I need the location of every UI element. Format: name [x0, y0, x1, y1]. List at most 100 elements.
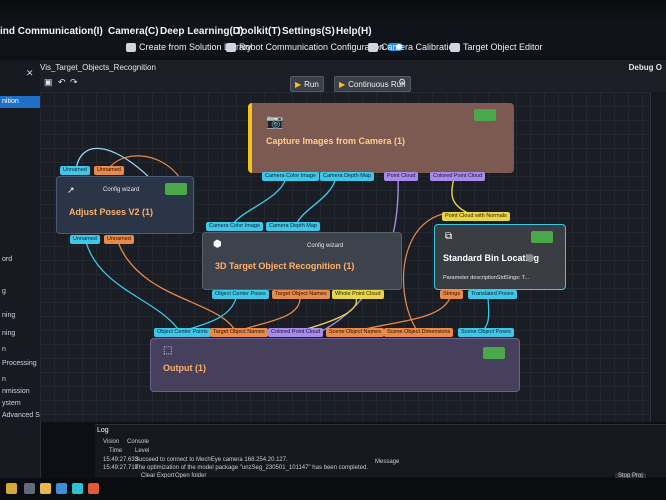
recognition-3d-icon: ⬢	[213, 239, 222, 250]
step-item-ystem[interactable]: ystem	[2, 400, 21, 407]
log-col-time: Time	[109, 448, 123, 454]
log-open-folder-button[interactable]: Open folder	[175, 473, 207, 479]
continuous-run-button[interactable]: ▶ Continuous Run	[334, 76, 411, 92]
canvas-toolbar: ▣ ↶ ↷ ▶ Run ▶ Continuous Run ⚙	[40, 74, 666, 93]
recog-output-whole-point-cloud[interactable]: Whole Point Cloud	[332, 290, 384, 299]
camera-icon: 📷	[266, 113, 284, 129]
recog-output-center-poses[interactable]: Object Center Poses	[212, 290, 269, 299]
output-visibility-button[interactable]	[483, 347, 505, 359]
adjust-input-2[interactable]: Unnamed	[94, 166, 124, 175]
adjust-config-wizard[interactable]: Config wizard	[103, 187, 140, 193]
log-panel: Log Vision Console Time Level Message 15…	[95, 424, 666, 479]
adjust-visibility-button[interactable]	[165, 183, 187, 195]
edge-icon[interactable]	[56, 483, 67, 494]
search-icon[interactable]	[24, 483, 35, 494]
redo-icon[interactable]: ↷	[70, 77, 78, 87]
target-object-editor-button[interactable]: Target Object Editor	[450, 42, 543, 52]
undo-icon[interactable]: ↶	[58, 77, 66, 87]
camera-calibration-label: Camera Calibration	[381, 42, 459, 52]
robot-comm-config-button[interactable]: Robot Communication Configuration	[226, 42, 404, 52]
recog-config-wizard[interactable]: Config wizard	[307, 243, 344, 249]
log-row-2-message: The optimization of the model package "u…	[135, 465, 368, 471]
mecheye-icon[interactable]	[88, 483, 99, 494]
save-icon[interactable]: ▣	[44, 77, 53, 87]
menu-bar: ind Communication(I) Camera(C) Deep Lear…	[0, 22, 666, 42]
continuous-run-label: Continuous Run	[348, 79, 406, 89]
gear-icon[interactable]: ⚙	[398, 77, 407, 87]
step-item-ning-1[interactable]: ning	[2, 312, 16, 319]
step-item-ord[interactable]: ord	[2, 256, 13, 263]
bin-locating-node[interactable]: ⧉ Standard Bin Locating Parameter descri…	[434, 224, 566, 290]
step-item-g[interactable]: g	[2, 288, 6, 295]
recog-input-color-image[interactable]: Camera Color Image	[206, 222, 264, 231]
log-row-1-message: Succeed to connect to MechEye camera 168…	[135, 457, 288, 463]
capture-visibility-button[interactable]	[474, 109, 496, 121]
capture-images-node[interactable]: 📷 Capture Images from Camera (1)	[248, 103, 514, 173]
bin-visibility-button[interactable]	[531, 231, 553, 243]
debug-output-label[interactable]: Debug O	[628, 63, 662, 72]
adjust-node-title: Adjust Poses V2 (1)	[69, 207, 154, 217]
log-col-message: Message	[375, 459, 400, 465]
adjust-input-1[interactable]: Unnamed	[60, 166, 90, 175]
menu-help[interactable]: Help(H)	[336, 26, 372, 37]
log-title: Log	[97, 427, 109, 434]
bin-help-icon[interactable]	[526, 254, 534, 262]
step-item-advanced[interactable]: Advanced Step	[2, 412, 50, 419]
folder-icon[interactable]	[40, 483, 51, 494]
project-tab[interactable]: Vis_Target_Objects_Recognition	[40, 63, 156, 72]
left-panel: ✕ nition ord g ning ning n Processing n …	[0, 60, 49, 480]
close-icon[interactable]: ✕	[26, 68, 34, 78]
recog-input-depth-map[interactable]: Camera Depth Map	[266, 222, 320, 231]
create-from-solution-button[interactable]: Create from Solution Library	[126, 42, 252, 52]
recognition-node[interactable]: ⬢ Config wizard 3D Target Object Recogni…	[202, 232, 402, 290]
app-icon[interactable]	[72, 483, 83, 494]
right-panel-collapsed	[650, 92, 666, 422]
menu-communication[interactable]: ind Communication(I)	[0, 26, 103, 37]
log-export-button[interactable]: Export	[157, 473, 175, 479]
project-selected-item[interactable]	[0, 96, 40, 108]
adjust-output-2[interactable]: Unnamed	[104, 235, 134, 244]
main-toolbar: Create from Solution Library Robot Commu…	[0, 40, 666, 56]
robot-comm-toggle[interactable]	[387, 43, 404, 51]
capture-output-colored-point-cloud[interactable]: Colored Point Cloud	[430, 172, 486, 181]
menu-deep-learning[interactable]: Deep Learning(D)	[160, 26, 244, 37]
output-input-scene-object-dimensions[interactable]: Scene Object Dimensions	[384, 328, 454, 337]
step-item-nmission[interactable]: nmission	[2, 388, 30, 395]
bin-output-translated-poses[interactable]: Translated Poses	[468, 290, 517, 299]
step-item-processing[interactable]: Processing	[2, 360, 37, 367]
log-tab-vision[interactable]: Vision	[103, 439, 120, 445]
adjust-output-1[interactable]: Unnamed	[70, 235, 100, 244]
capture-output-point-cloud[interactable]: Point Cloud	[384, 172, 419, 181]
stop-project-button[interactable]: Stop Proj	[615, 473, 646, 479]
output-icon: ⬚	[163, 345, 173, 356]
bin-input-normals[interactable]: Point Cloud with Normals	[442, 212, 510, 221]
calibration-icon	[368, 42, 378, 52]
capture-output-depth-map[interactable]: Camera Depth Map	[320, 172, 374, 181]
run-button[interactable]: ▶ Run	[290, 76, 324, 92]
capture-output-color-image[interactable]: Camera Color Image	[262, 172, 320, 181]
output-input-scene-object-names[interactable]: Scene Object Names	[326, 328, 384, 337]
editor-icon	[450, 42, 460, 52]
start-icon[interactable]	[6, 483, 17, 494]
menu-settings[interactable]: Settings(S)	[282, 26, 335, 37]
bin-output-strings[interactable]: Strings	[440, 290, 464, 299]
robot-icon	[226, 42, 236, 52]
taskbar	[0, 478, 666, 500]
menu-toolkit[interactable]: Toolkit(T)	[236, 26, 281, 37]
step-item-n-2[interactable]: n	[2, 376, 6, 383]
camera-calibration-button[interactable]: Camera Calibration	[368, 42, 459, 52]
step-item-ning-2[interactable]: ning	[2, 330, 16, 337]
log-clear-button[interactable]: Clear	[141, 473, 156, 479]
step-item-n-1[interactable]: n	[2, 346, 6, 353]
log-row-1-time: 15:49:27.633	[103, 457, 139, 463]
recog-output-target-names[interactable]: Target Object Names	[272, 290, 330, 299]
log-tab-console[interactable]: Console	[127, 439, 150, 445]
bin-icon: ⧉	[445, 231, 453, 242]
output-node[interactable]: ⬚ Output (1)	[150, 338, 520, 392]
output-input-center-points[interactable]: Object Center Points	[154, 328, 211, 337]
output-input-target-names[interactable]: Target Object Names	[210, 328, 268, 337]
menu-camera[interactable]: Camera(C)	[108, 26, 159, 37]
adjust-poses-node[interactable]: ↗ Config wizard Adjust Poses V2 (1)	[56, 176, 194, 234]
output-input-colored-point-cloud[interactable]: Colored Point Cloud	[268, 328, 324, 337]
output-input-scene-object-poses[interactable]: Scene Object Poses	[458, 328, 514, 337]
